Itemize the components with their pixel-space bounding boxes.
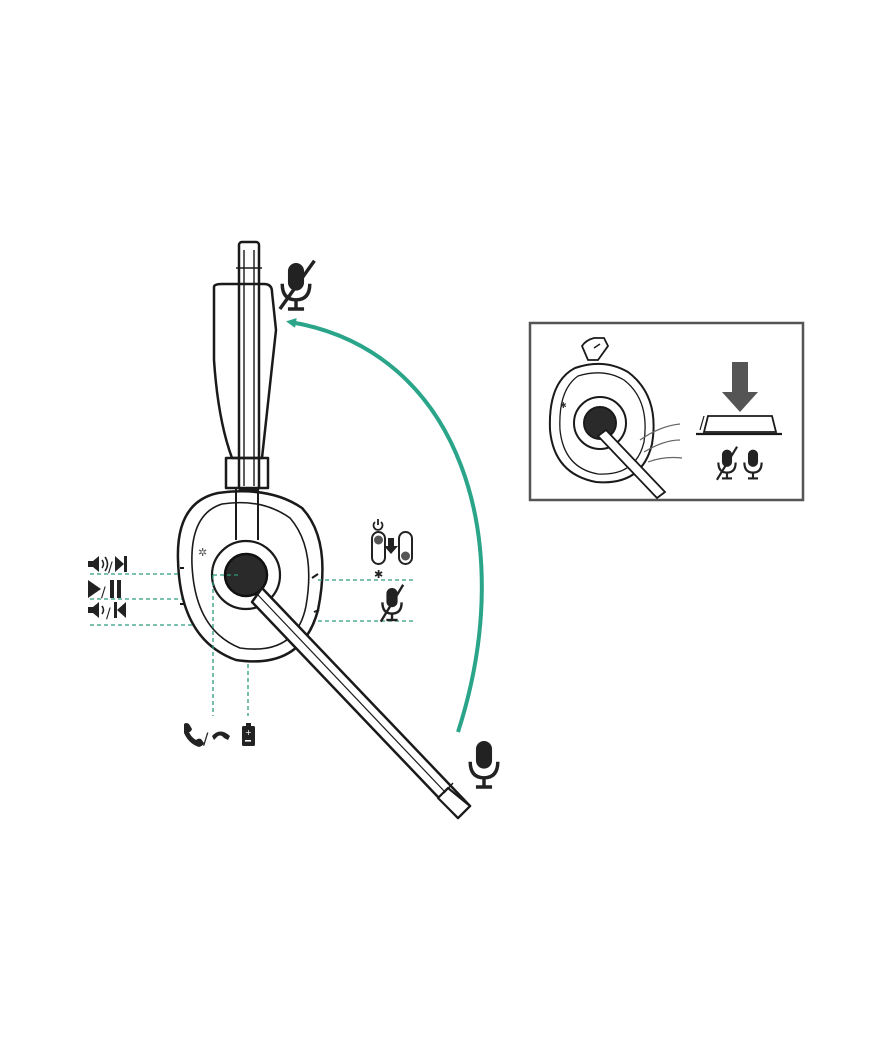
volume-down-previous-track-callout: /: [88, 602, 126, 622]
play-pause-callout: /: [88, 580, 121, 601]
svg-text:/: /: [108, 560, 113, 576]
mic-muted-icon: [715, 446, 739, 481]
mute-button-graphic: [702, 415, 778, 433]
mute-button-detail-inset: ✱: [528, 321, 805, 502]
boom-rotation-arrow: [286, 318, 484, 733]
svg-text:✲: ✲: [198, 546, 207, 559]
volume-down-icon: [88, 602, 105, 618]
inset-frame: [528, 321, 805, 502]
headband-slider: [224, 456, 270, 490]
battery-callout: +: [242, 723, 255, 746]
mic-muted-icon: [278, 259, 316, 311]
boom-tip: [436, 786, 472, 820]
pause-icon: [110, 580, 121, 598]
svg-text:✱: ✱: [560, 401, 567, 410]
svg-text:/: /: [101, 585, 106, 601]
leader-lines: [90, 573, 414, 716]
earcup-hub: [210, 539, 282, 611]
call-answer-end-callout: /: [184, 723, 230, 748]
bluetooth-icon: ✱: [374, 568, 383, 581]
earcup-inner: [191, 501, 310, 650]
headband-pad: [212, 282, 278, 460]
earcup-outer: [176, 490, 324, 663]
power-bluetooth-switch-callout: ✱: [371, 519, 413, 581]
boom-down-active-callout: [468, 739, 500, 789]
headband-rail: [237, 240, 261, 492]
play-icon: [88, 580, 101, 598]
next-track-icon: [115, 556, 127, 572]
phone-end-icon: [212, 731, 230, 740]
svg-text:+: +: [245, 728, 252, 737]
mute-button-callout: [379, 584, 405, 623]
phone-answer-icon: [184, 723, 204, 747]
battery-icon: +: [242, 723, 255, 746]
svg-text:/: /: [106, 606, 111, 622]
power-icon: [372, 519, 384, 531]
volume-up-icon: [88, 556, 109, 572]
mic-muted-icon: [379, 584, 405, 623]
boom-up-muted-callout: [278, 259, 316, 311]
switch-icon: [371, 531, 413, 565]
svg-text:/: /: [203, 729, 209, 748]
volume-up-next-track-callout: /: [88, 556, 127, 576]
previous-track-icon: [114, 602, 126, 618]
headset-illustration: ✲: [176, 240, 472, 820]
press-down-arrow-icon: [722, 362, 758, 412]
mic-icon: [468, 739, 500, 789]
